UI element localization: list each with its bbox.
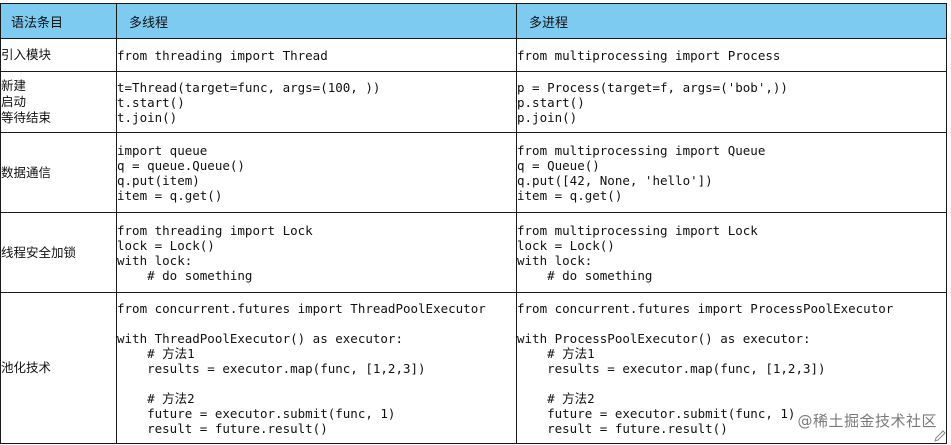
thread-code: from threading import Thread <box>117 47 328 63</box>
header-thread: 多线程 <box>116 3 517 39</box>
header-process: 多进程 <box>516 3 947 39</box>
row-label-line: 新建 <box>1 78 27 93</box>
table-row-pooling: 池化技术 from concurrent.futures import Threa… <box>0 292 947 444</box>
row-label-line: 数据通信 <box>1 164 52 180</box>
thread-code-cell: import queue q = queue.Queue() q.put(ite… <box>116 132 517 213</box>
process-code: from multiprocessing import Process <box>517 47 781 63</box>
row-label-line: 引入模块 <box>1 47 52 62</box>
process-code: from concurrent.futures import ProcessPo… <box>517 300 894 436</box>
table-row-thread-safe-lock: 线程安全加锁 from threading import Lock lock = … <box>0 212 947 293</box>
thread-code: from concurrent.futures import ThreadPoo… <box>117 300 486 436</box>
thread-code: from threading import Lock lock = Lock()… <box>117 222 313 283</box>
thread-code-cell: t=Thread(target=func, args=(100, )) t.st… <box>116 71 517 133</box>
process-code-cell: p = Process(target=f, args=('bob',)) p.s… <box>516 71 947 133</box>
process-code: from multiprocessing import Queue q = Qu… <box>517 142 766 203</box>
thread-code-cell: from threading import Lock lock = Lock()… <box>116 212 517 293</box>
table-header-row: 语法条目 多线程 多进程 <box>0 3 947 39</box>
thread-code: t=Thread(target=func, args=(100, )) t.st… <box>117 79 381 125</box>
pencil-icon <box>934 430 946 442</box>
thread-code-cell: from threading import Thread <box>116 38 517 72</box>
process-code: from multiprocessing import Lock lock = … <box>517 222 758 283</box>
process-code-cell: from multiprocessing import Queue q = Qu… <box>516 132 947 213</box>
process-code-cell: from multiprocessing import Lock lock = … <box>516 212 947 293</box>
row-label-line: 池化技术 <box>1 360 52 375</box>
row-label-line: 等待结束 <box>1 110 52 125</box>
thread-code-cell: from concurrent.futures import ThreadPoo… <box>116 292 517 444</box>
row-label: 线程安全加锁 <box>0 212 117 293</box>
table-row-data-communication: 数据通信 import queue q = queue.Queue() q.put… <box>0 132 947 213</box>
row-label: 新建启动等待结束 <box>0 71 117 133</box>
header-item: 语法条目 <box>0 3 117 39</box>
row-label-line: 线程安全加锁 <box>1 244 77 260</box>
process-code-cell: from concurrent.futures import ProcessPo… <box>516 292 947 444</box>
row-label-line: 启动 <box>1 94 27 109</box>
row-label: 数据通信 <box>0 132 117 213</box>
process-code: p = Process(target=f, args=('bob',)) p.s… <box>517 79 788 125</box>
row-label: 引入模块 <box>0 38 117 72</box>
thread-code: import queue q = queue.Queue() q.put(ite… <box>117 142 245 203</box>
table-row-import: 引入模块 from threading import Thread from mul… <box>0 38 947 72</box>
row-label: 池化技术 <box>0 292 117 444</box>
comparison-table: 语法条目 多线程 多进程 引入模块 from threading import T… <box>0 3 947 444</box>
process-code-cell: from multiprocessing import Process <box>516 38 947 72</box>
watermark: @稀土掘金技术社区 <box>797 412 937 430</box>
table-body: 引入模块 from threading import Thread from mul… <box>0 38 947 444</box>
